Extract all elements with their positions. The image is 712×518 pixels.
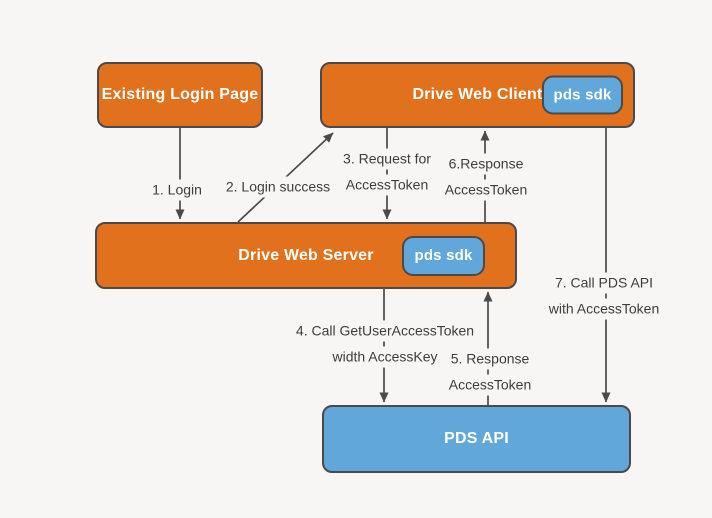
edge-label-line: width AccessKey [326,346,444,368]
edge-label-6-response-accesstoken: 6.Response AccessToken [438,153,534,201]
node-drive-web-server-label: Drive Web Server [238,246,374,264]
edge-label-line: 4. Call GetUserAccessToken [289,320,481,342]
edge-label-3-request-accesstoken: 3. Request for AccessToken [337,148,437,196]
edge-label-line: 2. Login success [219,176,337,198]
pds-sdk-badge: pds sdk [542,75,623,115]
edge-label-line: 5. Response [444,348,536,370]
pds-sdk-badge-label: pds sdk [414,247,473,264]
node-drive-web-client: Drive Web Client pds sdk [320,62,635,128]
node-drive-web-client-label: Drive Web Client [412,86,543,103]
node-pds-api-label: PDS API [444,430,509,447]
edge-label-7-call-pds-api: 7. Call PDS API with AccessToken [542,272,666,320]
edge-label-line: with AccessToken [542,298,666,320]
edge-label-1-login: 1. Login [146,179,208,201]
pds-sdk-badge-label: pds sdk [553,86,612,104]
pds-sdk-badge: pds sdk [402,235,485,276]
edge-label-5-response-accesstoken: 5. Response AccessToken [442,348,538,396]
edge-label-2-login-success: 2. Login success [219,176,337,198]
edge-label-line: AccessToken [442,374,538,396]
node-existing-login-page-label: Existing Login Page [101,86,259,103]
node-drive-web-server: Drive Web Server pds sdk [95,222,517,289]
edge-label-line: 6.Response [442,153,530,175]
edge-label-line: AccessToken [438,179,534,201]
edge-label-line: 7. Call PDS API [548,272,660,294]
node-pds-api: PDS API [322,405,631,473]
edge-label-line: AccessToken [339,174,435,196]
edge-label-4-call-getuseraccesstoken: 4. Call GetUserAccessToken width AccessK… [289,320,481,368]
edge-label-line: 3. Request for [337,148,437,170]
edge-label-line: 1. Login [146,179,208,201]
node-existing-login-page: Existing Login Page [97,62,263,128]
